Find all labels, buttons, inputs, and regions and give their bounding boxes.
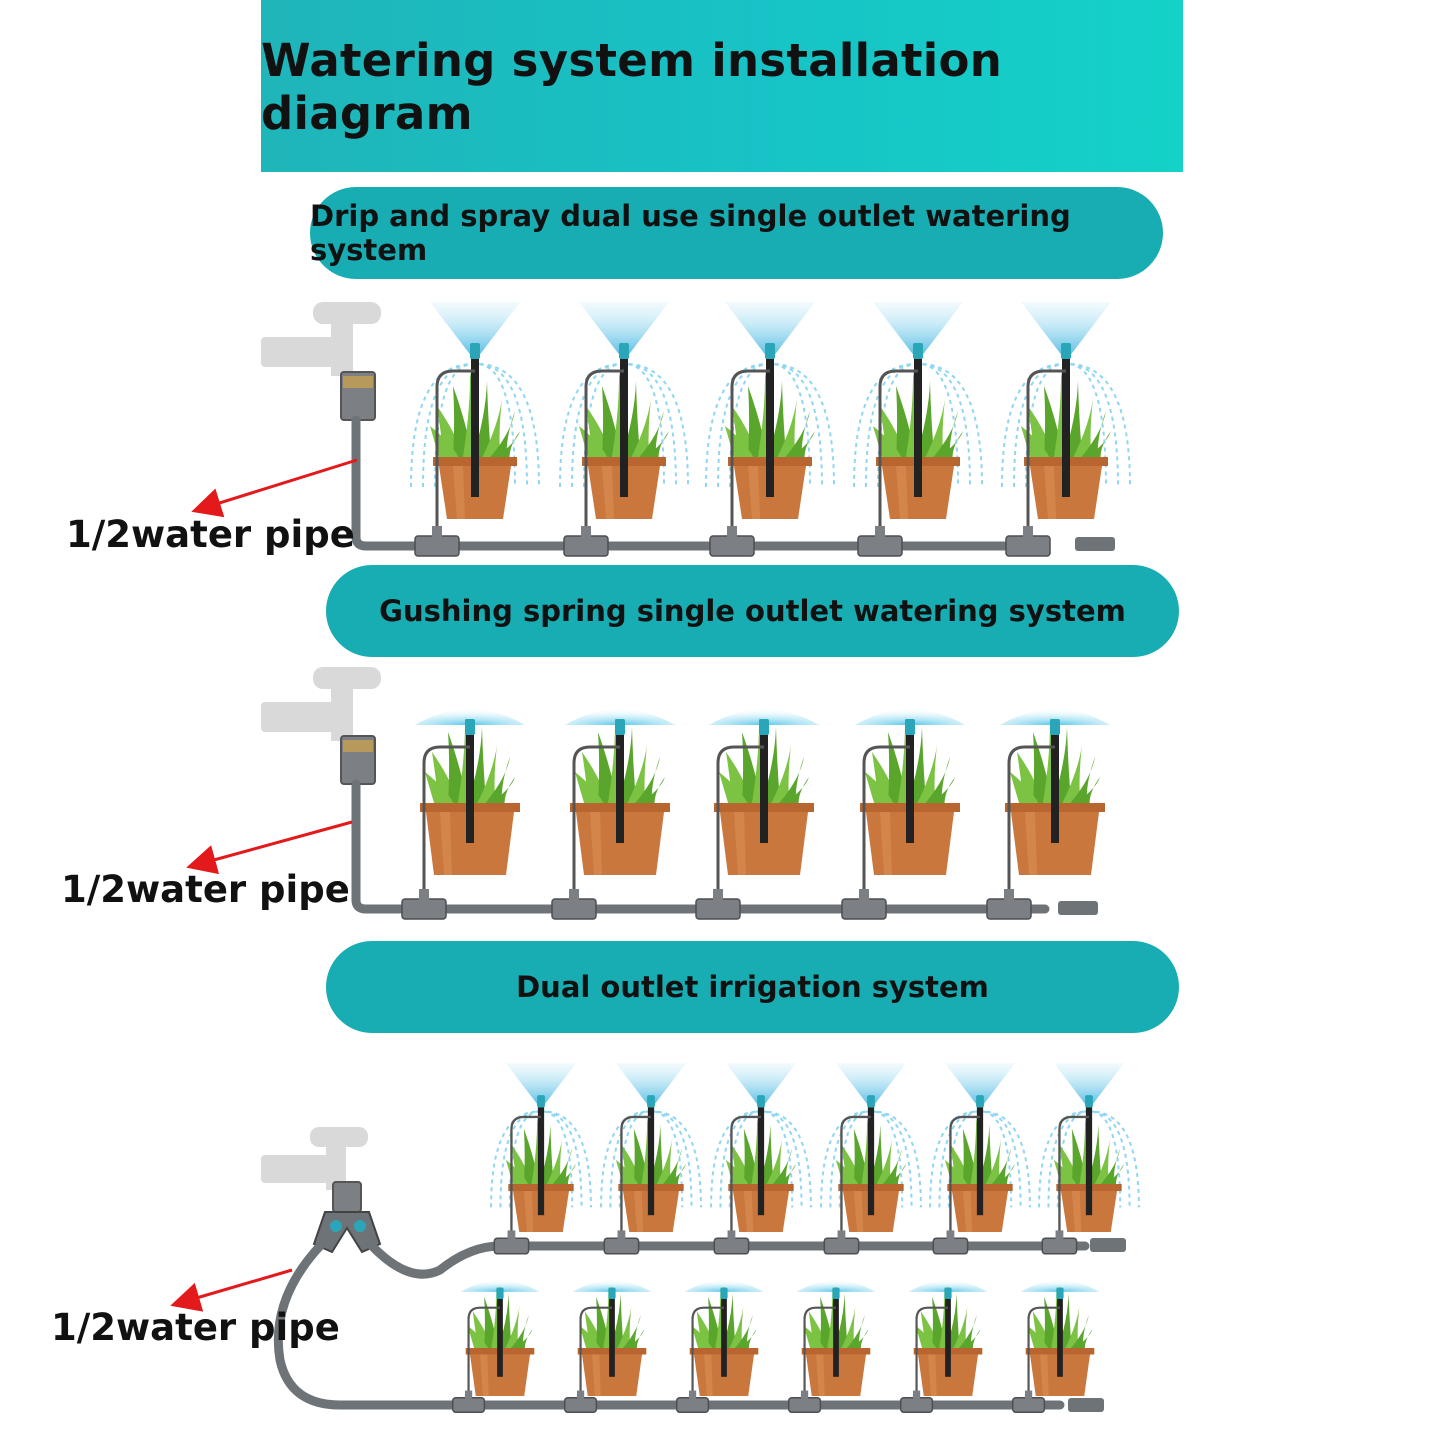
plant-pot-icon (820, 1063, 922, 1255)
plant-pot-icon (401, 709, 525, 920)
planters-row-4 (451, 1280, 1100, 1413)
pipe-label-3: 1/2water pipe (51, 1306, 340, 1349)
section-1-heading-pill: Drip and spray dual use single outlet wa… (310, 187, 1163, 279)
plant-pot-icon (899, 1280, 988, 1413)
section-1-heading: Drip and spray dual use single outlet wa… (310, 199, 1071, 267)
page-title: Watering system installation diagram (261, 34, 1003, 140)
planters-row-3 (490, 1063, 1140, 1255)
section-2-system (186, 667, 1110, 920)
plant-pot-icon (490, 1063, 592, 1255)
plant-pot-icon (787, 1280, 876, 1413)
plant-pot-icon (695, 709, 819, 920)
plant-pot-icon (1038, 1063, 1140, 1255)
faucet-icon (261, 667, 381, 785)
section-1-system (191, 302, 1131, 557)
plant-pot-icon (410, 302, 540, 557)
section-3-system (170, 1063, 1140, 1413)
plant-pot-icon (710, 1063, 812, 1255)
lower-pipe (273, 1241, 1065, 1410)
plant-pot-icon (986, 709, 1110, 920)
pipe-label-1: 1/2water pipe (66, 513, 355, 556)
section-2-heading-pill: Gushing spring single outlet watering sy… (326, 565, 1179, 657)
plant-pot-icon (853, 302, 983, 557)
plant-pot-icon (563, 1280, 652, 1413)
section-3-heading-pill: Dual outlet irrigation system (326, 941, 1179, 1033)
plant-pot-icon (841, 709, 965, 920)
upper-pipe (367, 1241, 1090, 1279)
plant-pot-icon (600, 1063, 702, 1255)
section-3-heading: Dual outlet irrigation system (516, 970, 989, 1004)
plant-pot-icon (705, 302, 835, 557)
title-banner: Watering system installation diagram (261, 0, 1183, 172)
plant-pot-icon (551, 709, 675, 920)
main-pipe (351, 415, 1045, 551)
plant-pot-icon (675, 1280, 764, 1413)
end-plug-icon (1058, 901, 1098, 915)
plant-pot-icon (1011, 1280, 1100, 1413)
main-pipe (351, 779, 1050, 914)
faucet-icon (261, 302, 381, 421)
pipe-label-2: 1/2water pipe (61, 868, 350, 911)
end-plug-icon (1068, 1398, 1104, 1412)
planters-row-1 (410, 302, 1131, 557)
plant-pot-icon (451, 1280, 540, 1413)
arrow-icon (191, 458, 358, 518)
planters-row-2 (401, 709, 1110, 920)
plant-pot-icon (1001, 302, 1131, 557)
arrow-icon (186, 820, 353, 875)
end-plug-icon (1090, 1238, 1126, 1252)
end-plug-icon (1075, 537, 1115, 551)
arrow-icon (170, 1268, 293, 1312)
plant-pot-icon (559, 302, 689, 557)
section-2-heading: Gushing spring single outlet watering sy… (379, 594, 1126, 628)
plant-pot-icon (929, 1063, 1031, 1255)
faucet-icon (261, 1127, 368, 1190)
y-splitter-icon (312, 1181, 382, 1254)
